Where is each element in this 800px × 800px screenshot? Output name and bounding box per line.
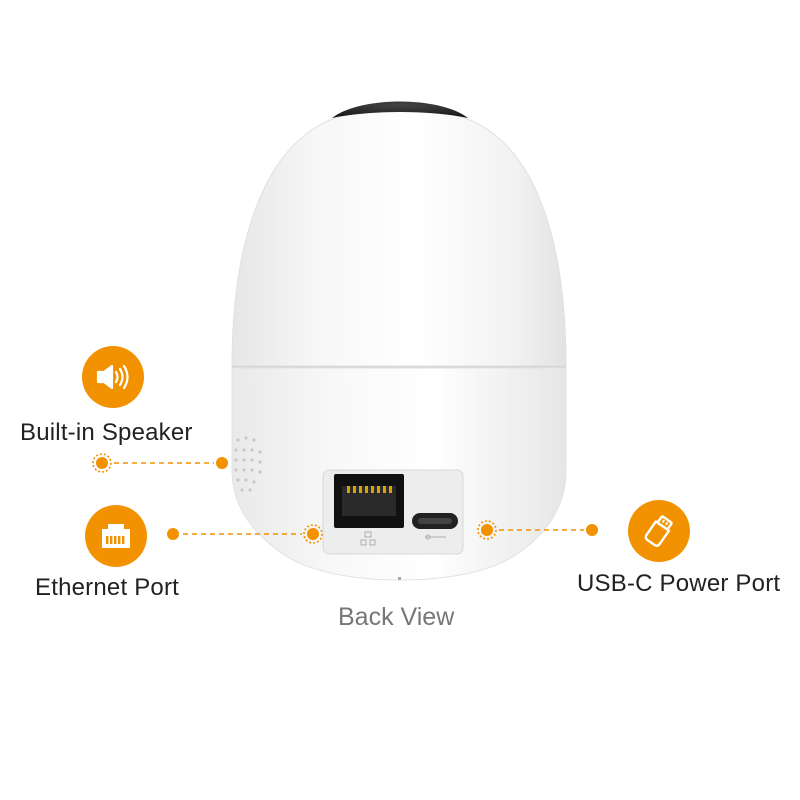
ethernet-badge: [85, 505, 147, 567]
usb-badge: [628, 500, 690, 562]
usb-c-port: [412, 513, 458, 529]
port-glyphs: [360, 531, 446, 546]
usb-plug-icon: [642, 514, 676, 548]
usb-leader: [477, 520, 598, 540]
speaker-icon: [95, 362, 131, 392]
ethernet-leader: [167, 524, 323, 544]
ethernet-port-icon: [99, 522, 133, 550]
ethernet-label: Ethernet Port: [35, 574, 180, 601]
camera-lens: [332, 101, 468, 118]
usb-label: USB-C Power Port: [577, 570, 781, 597]
view-caption: Back View: [338, 603, 455, 631]
speaker-badge: [82, 346, 144, 408]
ethernet-port: [334, 474, 404, 528]
speaker-leader: [92, 453, 228, 473]
speaker-label: Built-in Speaker: [20, 419, 193, 446]
speaker-grille: [234, 436, 262, 492]
